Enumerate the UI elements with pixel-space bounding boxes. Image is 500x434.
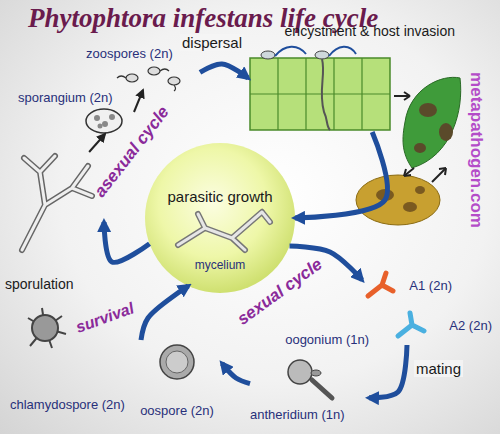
stage-label: A2 (2n) (449, 318, 492, 333)
host-arrows (394, 92, 446, 182)
stage-label: antheridium (1n) (250, 407, 369, 422)
stage-label: survival (74, 299, 137, 337)
chlamydospore-drawing (28, 308, 66, 348)
stage-oospore: oospore (2n) (132, 340, 222, 418)
stage-zoospores: zoospores (2n) (86, 46, 200, 90)
growth-circle: parasitic growth mycelium (145, 143, 295, 293)
stage-label: sporulation (5, 277, 104, 292)
stage-host-invasion: encystment & host invasion (248, 24, 455, 132)
cycle-arrow (295, 132, 387, 218)
stage-a2: A2 (2n) (392, 305, 492, 345)
step-arrow (134, 90, 143, 112)
sporangiophore-drawing (22, 156, 92, 250)
cycle-arrow (141, 286, 188, 340)
sporangium-drawing (86, 109, 122, 133)
gametangia-drawing (288, 360, 332, 398)
stage-sporangium: sporangium (2n) (18, 90, 134, 134)
step-arrow (89, 134, 105, 152)
stage-gametangia: oogonium (1n) antheridium (1n) (250, 332, 369, 426)
stage-label: oogonium (1n) (285, 332, 369, 347)
oospore-drawing (160, 345, 194, 379)
mycelium-drawing (178, 212, 270, 250)
edge-label: dispersal (180, 34, 244, 51)
stage-a1: A1 (2n) (362, 268, 452, 302)
cycle-arrow (369, 345, 407, 398)
stage-label: A1 (2n) (409, 278, 452, 293)
zoospore-drawing (117, 67, 180, 91)
stage-label: mycelium (195, 258, 246, 273)
cycle-arrow (222, 363, 250, 383)
cycle-arrow (104, 222, 150, 262)
leaf-drawing (403, 77, 461, 168)
growth-disc (145, 143, 295, 293)
stage-sporulation: sporulation (5, 152, 104, 292)
watermark: metapathogen.com (466, 72, 486, 228)
stage-label: oospore (2n) (140, 403, 214, 418)
host-tissue-drawing (250, 47, 390, 130)
stage-label: encystment & host invasion (285, 24, 455, 39)
stage-label: parasitic growth (167, 189, 272, 204)
edge-label: mating (414, 360, 463, 377)
tuber-drawing (356, 175, 440, 225)
cycle-arrow (200, 64, 248, 78)
stage-label: chlamydospore (2n) (10, 397, 142, 412)
stage-label: sporangium (2n) (18, 90, 134, 105)
